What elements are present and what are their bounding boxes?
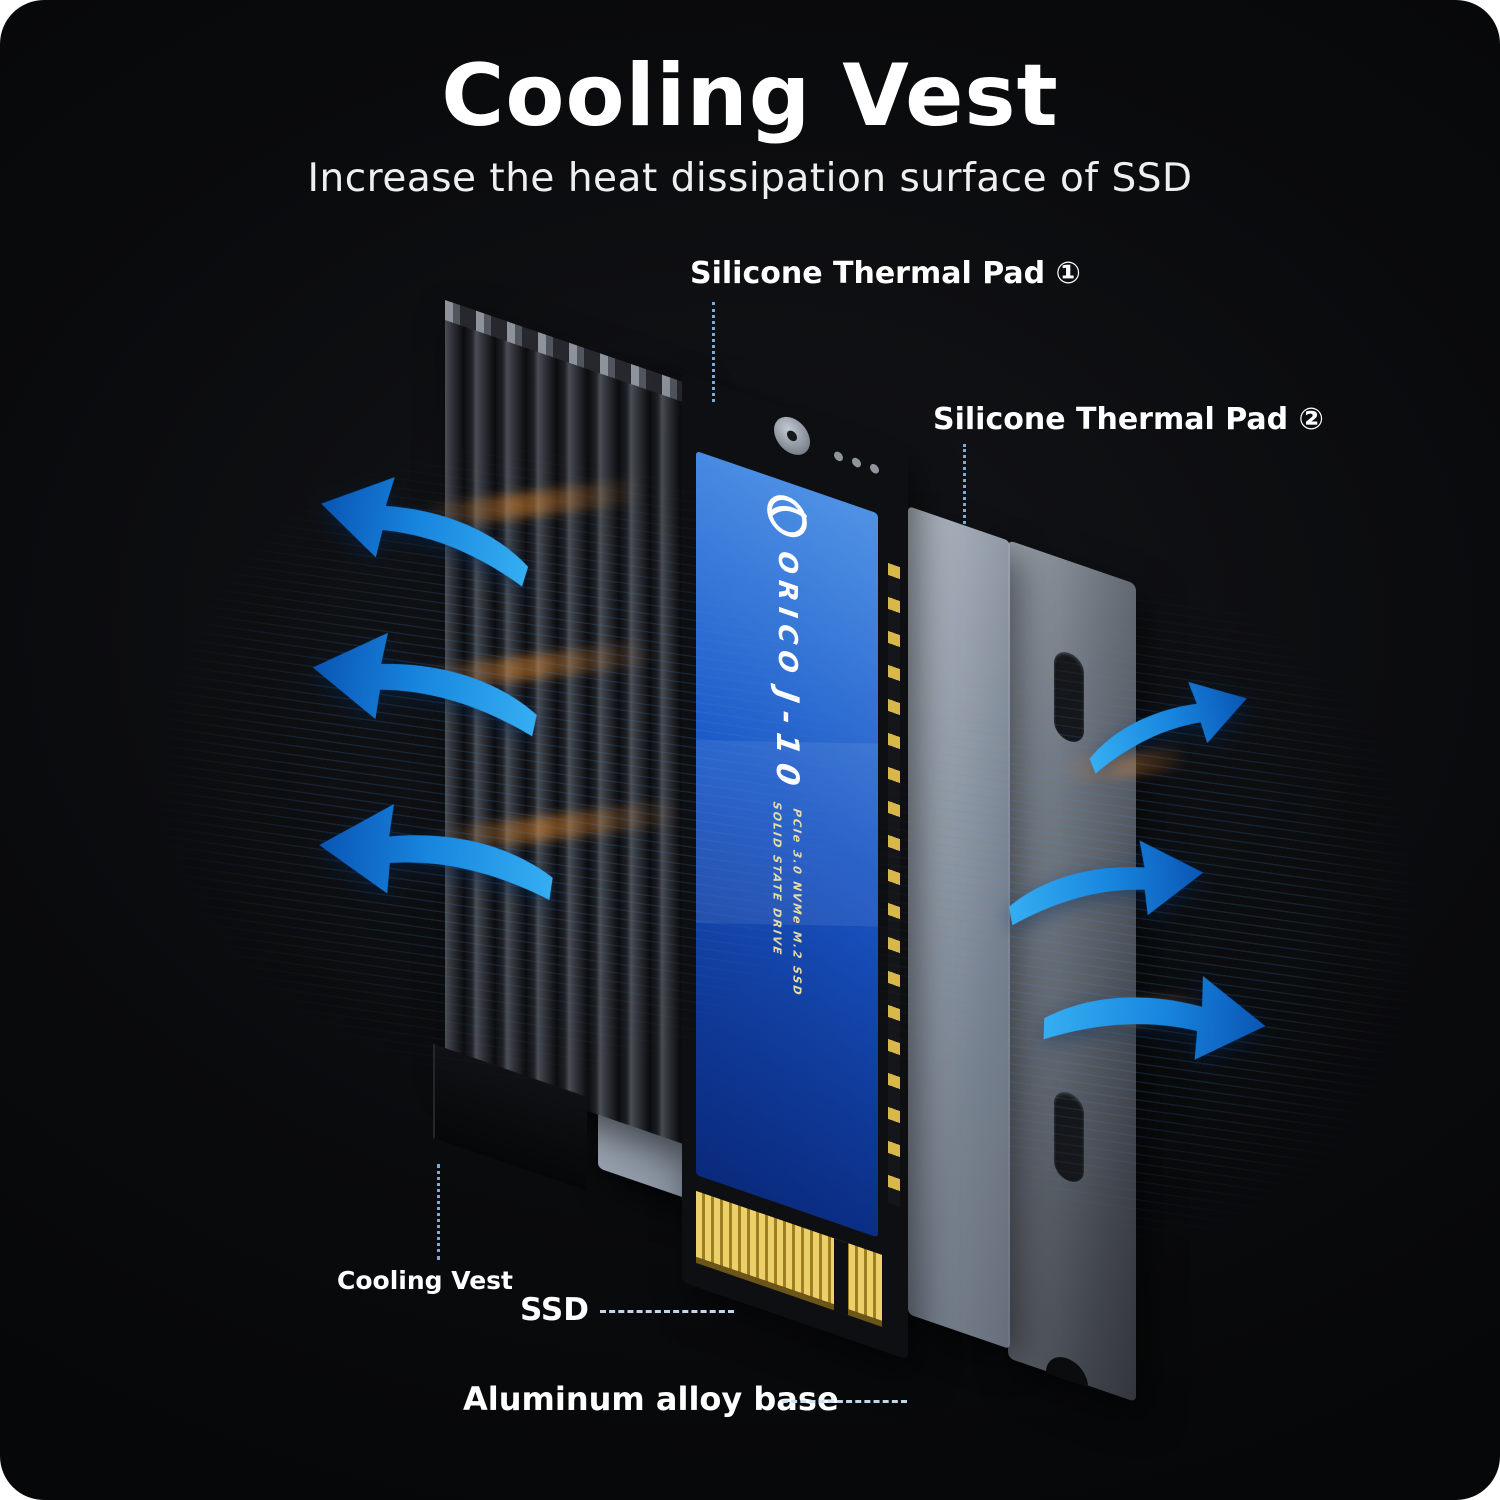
ssd-model-text: J-10 (769, 683, 805, 800)
thermal-pad-2 (908, 506, 1010, 1350)
orico-logo-icon (767, 495, 807, 538)
leader-line-cooling-vest (437, 1164, 440, 1260)
callout-aluminum-base: Aluminum alloy base (463, 1380, 839, 1418)
leader-line-pad1 (712, 302, 715, 402)
callout-thermal-pad-1: Silicone Thermal Pad ① (690, 256, 1081, 291)
ssd-spec-line1: SOLID STATE DRIVE (770, 799, 784, 958)
airflow-arrow-right-icon (1004, 835, 1207, 928)
screw-hole-icon (834, 450, 843, 463)
ssd-solder-pads (888, 562, 900, 1208)
leader-line-pad2 (963, 444, 966, 524)
page-title: Cooling Vest (441, 46, 1059, 146)
callout-thermal-pad-2: Silicone Thermal Pad ② (933, 402, 1324, 437)
ssd-screw-notch (774, 411, 810, 461)
ssd-card: ORICO J-10 SOLID STATE DRIVE PCIe 3.0 NV… (682, 372, 908, 1360)
leader-line-base (782, 1400, 907, 1403)
ssd-spec-line2: PCIe 3.0 NVMe M.2 SSD (790, 805, 804, 999)
base-slot (1054, 1087, 1084, 1187)
leader-line-ssd (600, 1310, 734, 1313)
ssd-sticker: ORICO J-10 SOLID STATE DRIVE PCIe 3.0 NV… (696, 450, 878, 1238)
callout-ssd: SSD (520, 1292, 589, 1328)
ssd-connector-key-notch (834, 1238, 848, 1316)
screw-hole-icon (852, 456, 861, 469)
screw-hole-icon (870, 462, 879, 475)
ssd-brand-text: ORICO (772, 545, 802, 685)
heatsink-base-flange (433, 1043, 587, 1191)
ssd-spec-lines: SOLID STATE DRIVE PCIe 3.0 NVMe M.2 SSD (771, 799, 804, 998)
base-notch (1046, 1351, 1088, 1388)
ssd-sticker-content: ORICO J-10 SOLID STATE DRIVE PCIe 3.0 NV… (696, 451, 878, 1238)
callout-cooling-vest: Cooling Vest (337, 1266, 514, 1295)
page-subtitle: Increase the heat dissipation surface of… (307, 156, 1193, 201)
airflow-arrow-left-icon (316, 800, 557, 903)
